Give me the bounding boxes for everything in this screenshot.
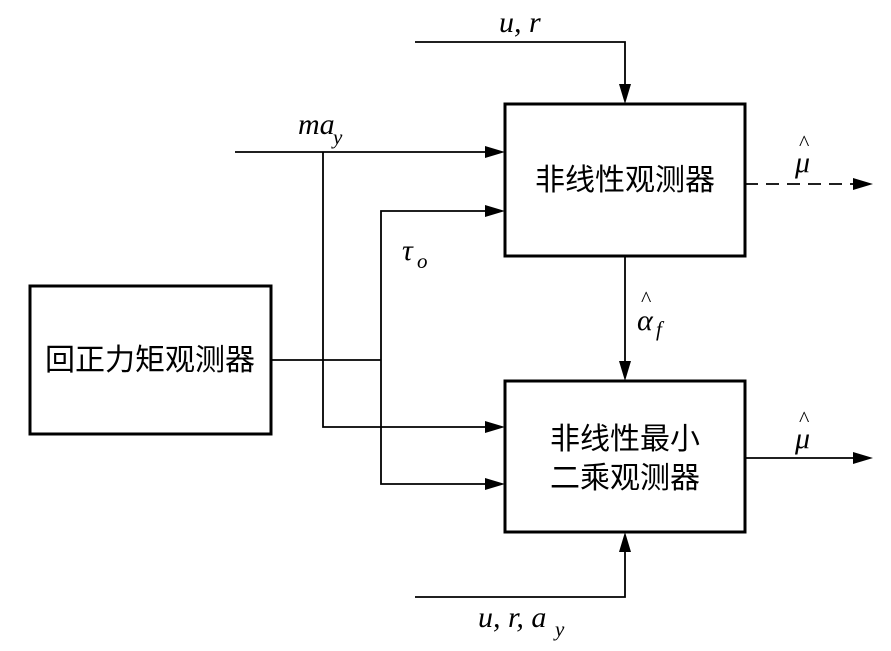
mu-dashed-hat: ^ (799, 130, 810, 155)
ma-label-sub: y (331, 125, 343, 149)
tau-label: τ o (402, 234, 428, 273)
tau-to-nls-arrowhead (485, 478, 505, 490)
alpha-hat: ^ (641, 286, 652, 311)
tau-to-nonlinear-line (380, 210, 489, 360)
mu-output-main: μ (794, 422, 810, 455)
nls-observer-label-line1: 非线性最小 (550, 422, 700, 457)
alpha-label-sub: f (656, 317, 665, 341)
alpha-label: ^ α f (637, 286, 665, 341)
mu-dashed-label: ^ μ (794, 130, 810, 179)
ma-label-main: ma (298, 108, 335, 141)
tau-to-nls-line (380, 360, 489, 485)
bottom-input-line (415, 548, 626, 598)
nonlinear-observer-block (503, 102, 747, 258)
top-input-label: u, r (499, 6, 541, 39)
tau-label-sub: o (417, 249, 428, 273)
tau-label-main: τ (402, 234, 414, 267)
mu-output-arrowhead (853, 452, 873, 464)
top-input-line (415, 41, 626, 88)
bottom-input-arrowhead (619, 532, 631, 552)
nls-observer-label-line2: 二乘观测器 (550, 461, 700, 496)
bottom-input-label: u, r, a y (478, 601, 565, 641)
bottom-input-main: u, r, a (478, 601, 546, 634)
nonlinear-observer-label: 非线性观测器 (535, 163, 715, 198)
aligning-torque-observer-label: 回正力矩观测器 (45, 343, 255, 378)
top-input-arrowhead (619, 84, 631, 104)
tau-to-nonlinear-arrowhead (485, 205, 505, 217)
mu-dashed-main: μ (794, 146, 810, 179)
bottom-input-sub: y (553, 617, 565, 641)
mu-output-label: ^ μ (794, 406, 810, 455)
alpha-label-main: α (637, 304, 654, 337)
alpha-arrowhead (619, 361, 631, 381)
ma-branch-line (322, 152, 489, 428)
ma-branch-arrowhead (485, 421, 505, 433)
ma-arrowhead (485, 146, 505, 158)
mu-dashed-arrowhead (853, 178, 873, 190)
ma-label: ma y (298, 108, 343, 149)
mu-output-hat: ^ (799, 406, 810, 431)
aligning-torque-observer-block (28, 284, 273, 436)
